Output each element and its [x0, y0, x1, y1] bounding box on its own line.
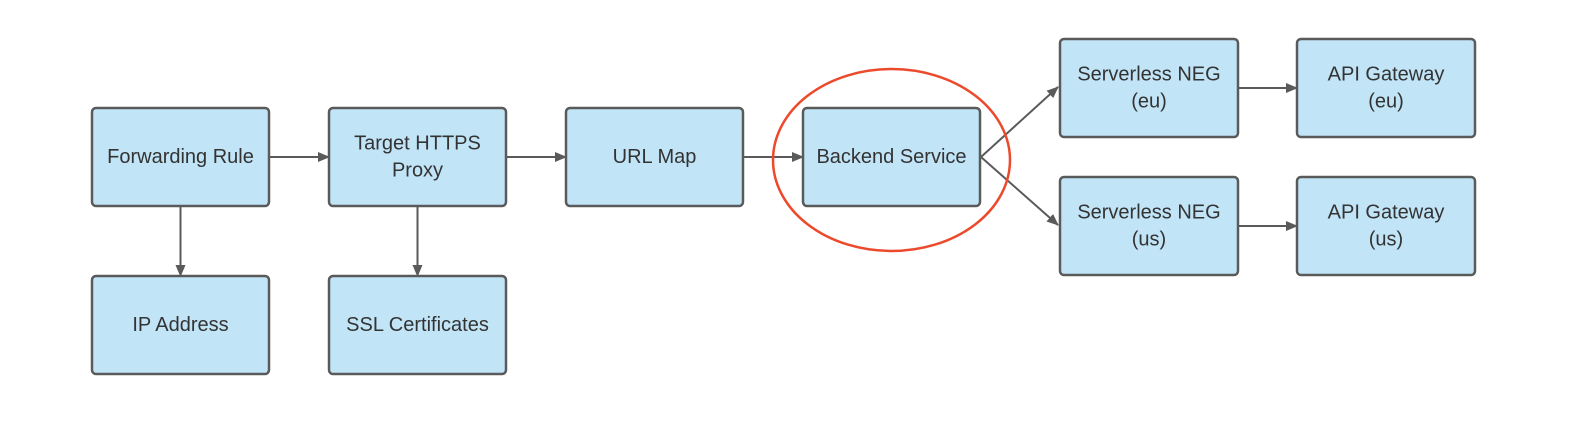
- edge-backend-service-to-neg-eu: [980, 86, 1059, 158]
- node-neg-us-box: [1058, 175, 1240, 277]
- node-target-https-proxy-box: [327, 106, 508, 208]
- highlight-layer: [771, 67, 1012, 253]
- node-gateway-eu-label: API Gateway: [1328, 64, 1445, 86]
- node-neg-us: Serverless NEG (us): [1058, 175, 1240, 277]
- node-gateway-us-box: [1295, 175, 1477, 277]
- node-gateway-eu: API Gateway (eu): [1295, 37, 1477, 139]
- node-ssl-certificates-box: [327, 274, 508, 376]
- node-target-https-proxy: Target HTTPS Proxy: [327, 106, 508, 208]
- node-forwarding-rule-label: Forwarding Rule: [107, 146, 254, 168]
- node-ssl-certificates-label: SSL Certificates: [346, 314, 489, 336]
- node-target-https-proxy-label: Proxy: [392, 160, 443, 182]
- node-neg-us-label: Serverless NEG: [1077, 202, 1220, 224]
- node-gateway-us-label: API Gateway: [1328, 202, 1445, 224]
- node-gateway-us-label: (us): [1369, 229, 1403, 251]
- edges-layer: [175, 83, 1298, 277]
- node-url-map-box: [564, 106, 745, 208]
- node-gateway-us: API Gateway (us): [1295, 175, 1477, 277]
- node-target-https-proxy-label: Target HTTPS: [354, 133, 481, 155]
- node-ssl-certificates: SSL Certificates: [327, 274, 508, 376]
- node-neg-eu-box: [1058, 37, 1240, 139]
- node-neg-us-label: (us): [1132, 229, 1166, 251]
- node-neg-eu-label: Serverless NEG: [1077, 64, 1220, 86]
- edge-backend-service-to-neg-us: [980, 156, 1059, 226]
- node-ip-address-label: IP Address: [132, 314, 228, 336]
- node-neg-eu: Serverless NEG (eu): [1058, 37, 1240, 139]
- node-url-map-label: URL Map: [613, 146, 697, 168]
- node-url-map: URL Map: [564, 106, 745, 208]
- node-neg-eu-label: (eu): [1131, 91, 1167, 113]
- node-ip-address-box: [90, 274, 271, 376]
- node-ip-address: IP Address: [90, 274, 271, 376]
- node-gateway-eu-label: (eu): [1368, 91, 1404, 113]
- node-forwarding-rule-box: [90, 106, 271, 208]
- highlight-ring: [771, 67, 1012, 253]
- nodes-layer: Forwarding Rule Target HTTPS Proxy URL Map B…: [90, 37, 1477, 376]
- node-forwarding-rule: Forwarding Rule: [90, 106, 271, 208]
- node-backend-service: Backend Service: [801, 106, 982, 208]
- node-backend-service-box: [801, 106, 982, 208]
- node-gateway-eu-box: [1295, 37, 1477, 139]
- node-backend-service-label: Backend Service: [816, 146, 966, 168]
